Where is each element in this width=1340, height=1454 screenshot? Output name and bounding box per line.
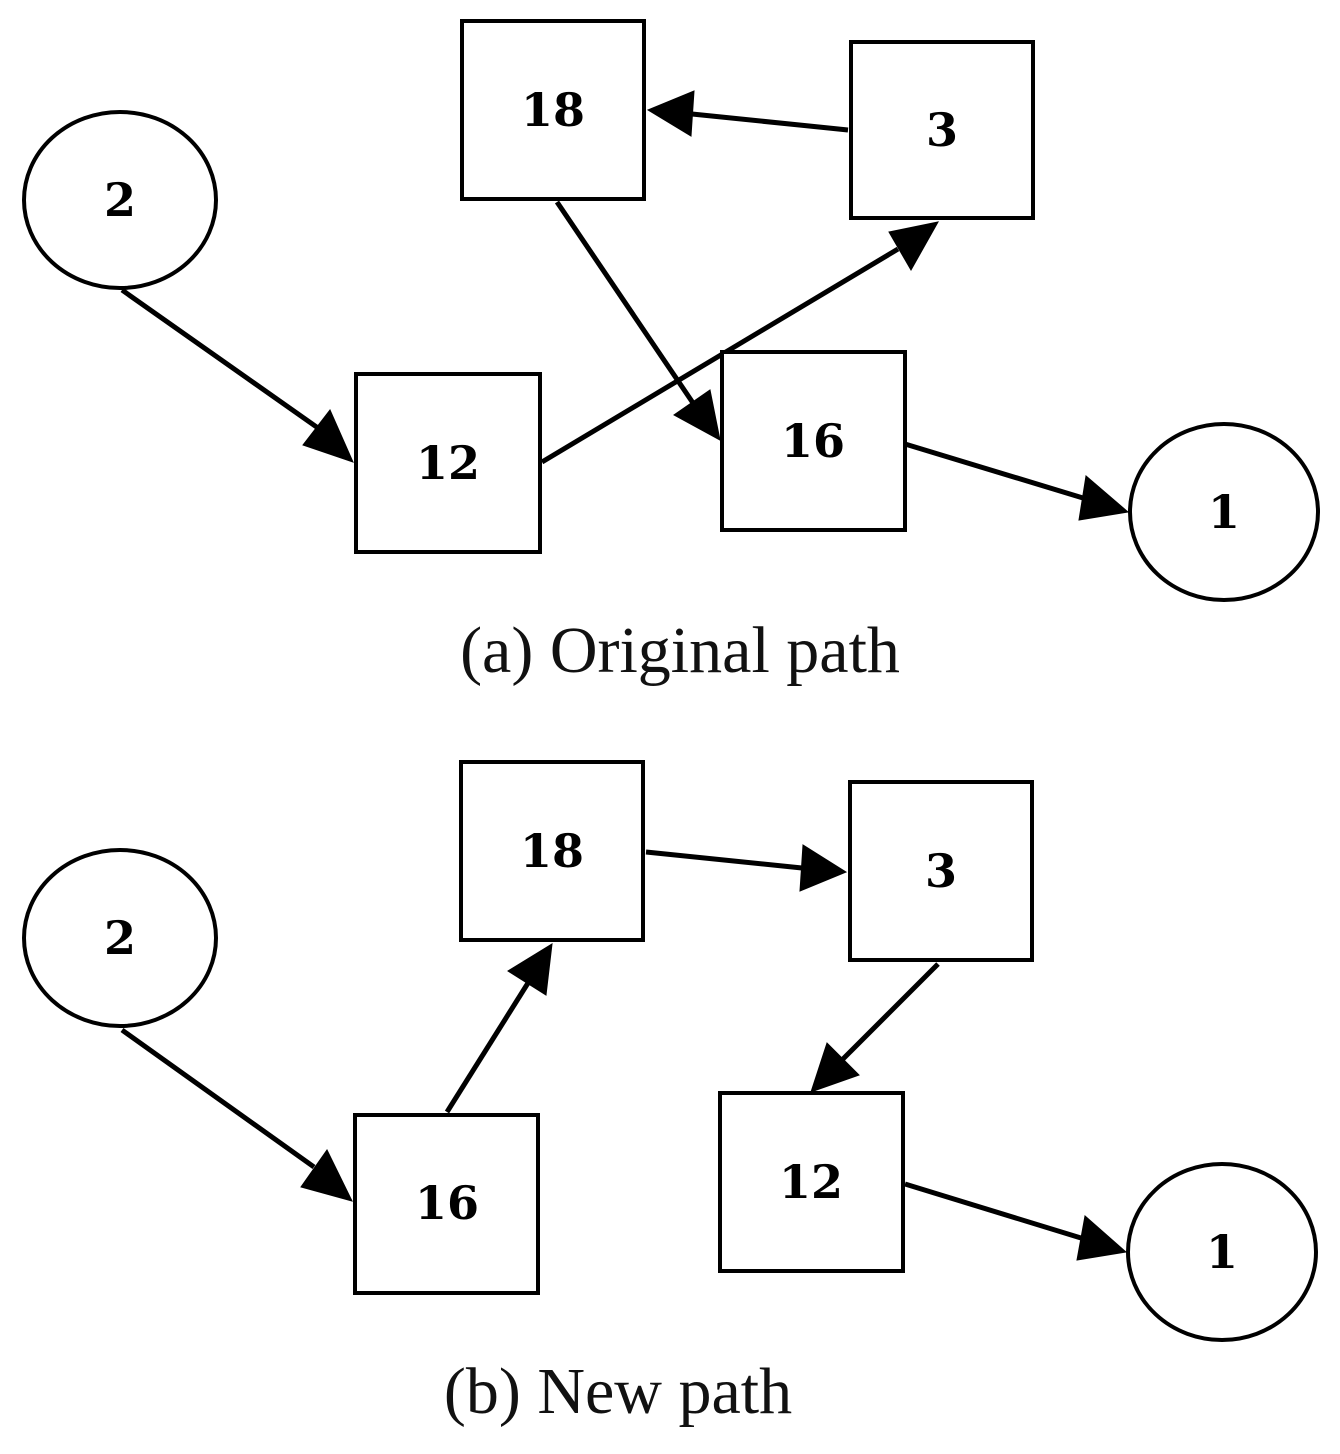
node-18: 18 <box>459 760 645 942</box>
node-label: 16 <box>781 414 845 468</box>
edge-18-to-16 <box>554 200 721 441</box>
node-label: 1 <box>1206 1225 1238 1279</box>
node-label: 16 <box>415 1176 479 1230</box>
node-label: 3 <box>925 844 957 898</box>
edge-3-to-12 <box>810 962 940 1093</box>
edge-12-to-1 <box>904 1181 1128 1261</box>
node-label: 18 <box>521 83 585 137</box>
node-label: 1 <box>1208 485 1240 539</box>
edge-2-to-12 <box>120 287 354 463</box>
node-1: 1 <box>1126 1162 1318 1342</box>
node-12: 12 <box>718 1091 905 1273</box>
caption-original-path: (a) Original path <box>460 614 900 687</box>
node-3: 3 <box>849 40 1035 220</box>
node-2: 2 <box>22 110 218 290</box>
panel-original-path: 2 12 18 3 16 1 (a) Original path <box>22 19 1320 687</box>
caption-new-path: (b) New path <box>444 1355 792 1428</box>
node-18: 18 <box>460 19 646 201</box>
node-16: 16 <box>720 350 907 532</box>
node-16: 16 <box>353 1113 540 1295</box>
panel-new-path: 2 16 18 3 12 1 (b) New path <box>22 760 1318 1428</box>
node-2: 2 <box>22 848 218 1028</box>
node-label: 12 <box>779 1155 843 1209</box>
node-label: 2 <box>104 911 136 965</box>
node-label: 18 <box>520 824 584 878</box>
node-3: 3 <box>848 780 1034 962</box>
node-1: 1 <box>1128 422 1320 602</box>
edge-2-to-16 <box>120 1027 353 1202</box>
edge-16-to-18 <box>444 943 553 1114</box>
edge-18-to-3 <box>645 844 848 892</box>
node-12: 12 <box>354 372 542 554</box>
node-label: 2 <box>104 173 136 227</box>
node-label: 3 <box>926 103 958 157</box>
node-label: 12 <box>416 436 480 490</box>
edge-16-to-1 <box>904 441 1130 521</box>
edge-3-to-18 <box>646 90 849 137</box>
